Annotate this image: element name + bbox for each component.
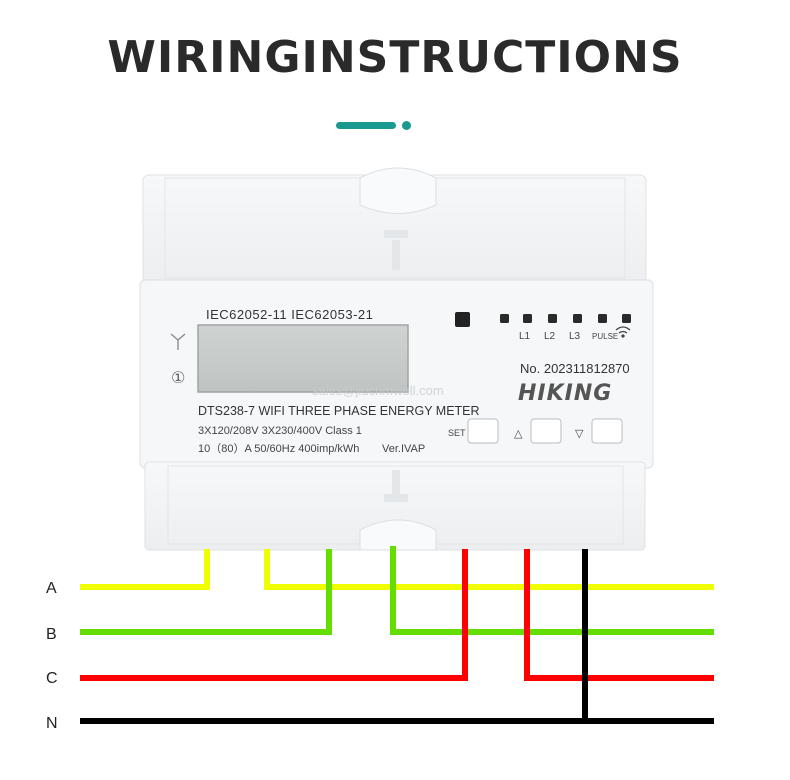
indicator-led: [598, 314, 607, 323]
circle-symbol: ①: [171, 368, 185, 387]
page-title: WIRINGINSTRUCTIONS: [107, 32, 683, 83]
energy-meter: IEC62052-11 IEC62053-21 ① L1 L2 L3 PULSE No…: [139, 167, 654, 551]
indicator-led: [500, 314, 509, 323]
wire-label-c: C: [46, 670, 58, 687]
down-button-label: ▽: [575, 427, 584, 440]
wire-c-out: [524, 549, 714, 681]
model-label: DTS238-7 WIFI THREE PHASE ENERGY METER: [198, 404, 480, 418]
indicator-leds: L1 L2 L3 PULSE: [500, 314, 631, 342]
up-button[interactable]: [530, 418, 562, 444]
bottom-clip: [359, 519, 437, 551]
wire-a-in: [80, 549, 210, 590]
version-label: Ver.IVAP: [382, 443, 425, 455]
title-accent-dot: [402, 121, 411, 130]
wifi-icon: [615, 326, 631, 338]
down-button[interactable]: [591, 418, 623, 444]
wire-c-in: [80, 549, 468, 681]
wire-label-a: A: [46, 580, 57, 597]
antenna-icon: [170, 333, 186, 350]
up-button-label: △: [514, 427, 523, 440]
indicator-led: [523, 314, 532, 323]
voltage-spec: 3X120/208V 3X230/400V Class 1: [198, 425, 362, 437]
wire-a-out: [264, 549, 714, 590]
watermark: sales@jiuchmwell.com: [312, 383, 444, 398]
lcd-display: [197, 324, 409, 393]
standards-label: IEC62052-11 IEC62053-21: [206, 307, 373, 322]
current-spec: 10（80）A 50/60Hz 400imp/kWh: [198, 442, 359, 455]
brand-logo: HIKING: [518, 381, 612, 406]
title-accent-bar: [336, 122, 396, 129]
wire-label-n: N: [46, 715, 58, 732]
top-clip: [359, 167, 437, 214]
wire-label-b: B: [46, 626, 57, 643]
indicator-led: [573, 314, 582, 323]
indicator-label: PULSE: [592, 332, 618, 341]
indicator-label: L1: [519, 331, 531, 342]
indicator-label: L3: [569, 331, 581, 342]
indicator-label: L2: [544, 331, 556, 342]
wiring-lines: [80, 546, 714, 724]
pulse-led: [455, 312, 470, 327]
wire-b-in: [80, 549, 332, 635]
set-button[interactable]: [467, 418, 499, 444]
indicator-led: [548, 314, 557, 323]
indicator-led: [622, 314, 631, 323]
wire-b-out: [390, 546, 714, 635]
serial-number: No. 202311812870: [520, 361, 630, 376]
set-button-label: SET: [448, 428, 466, 438]
